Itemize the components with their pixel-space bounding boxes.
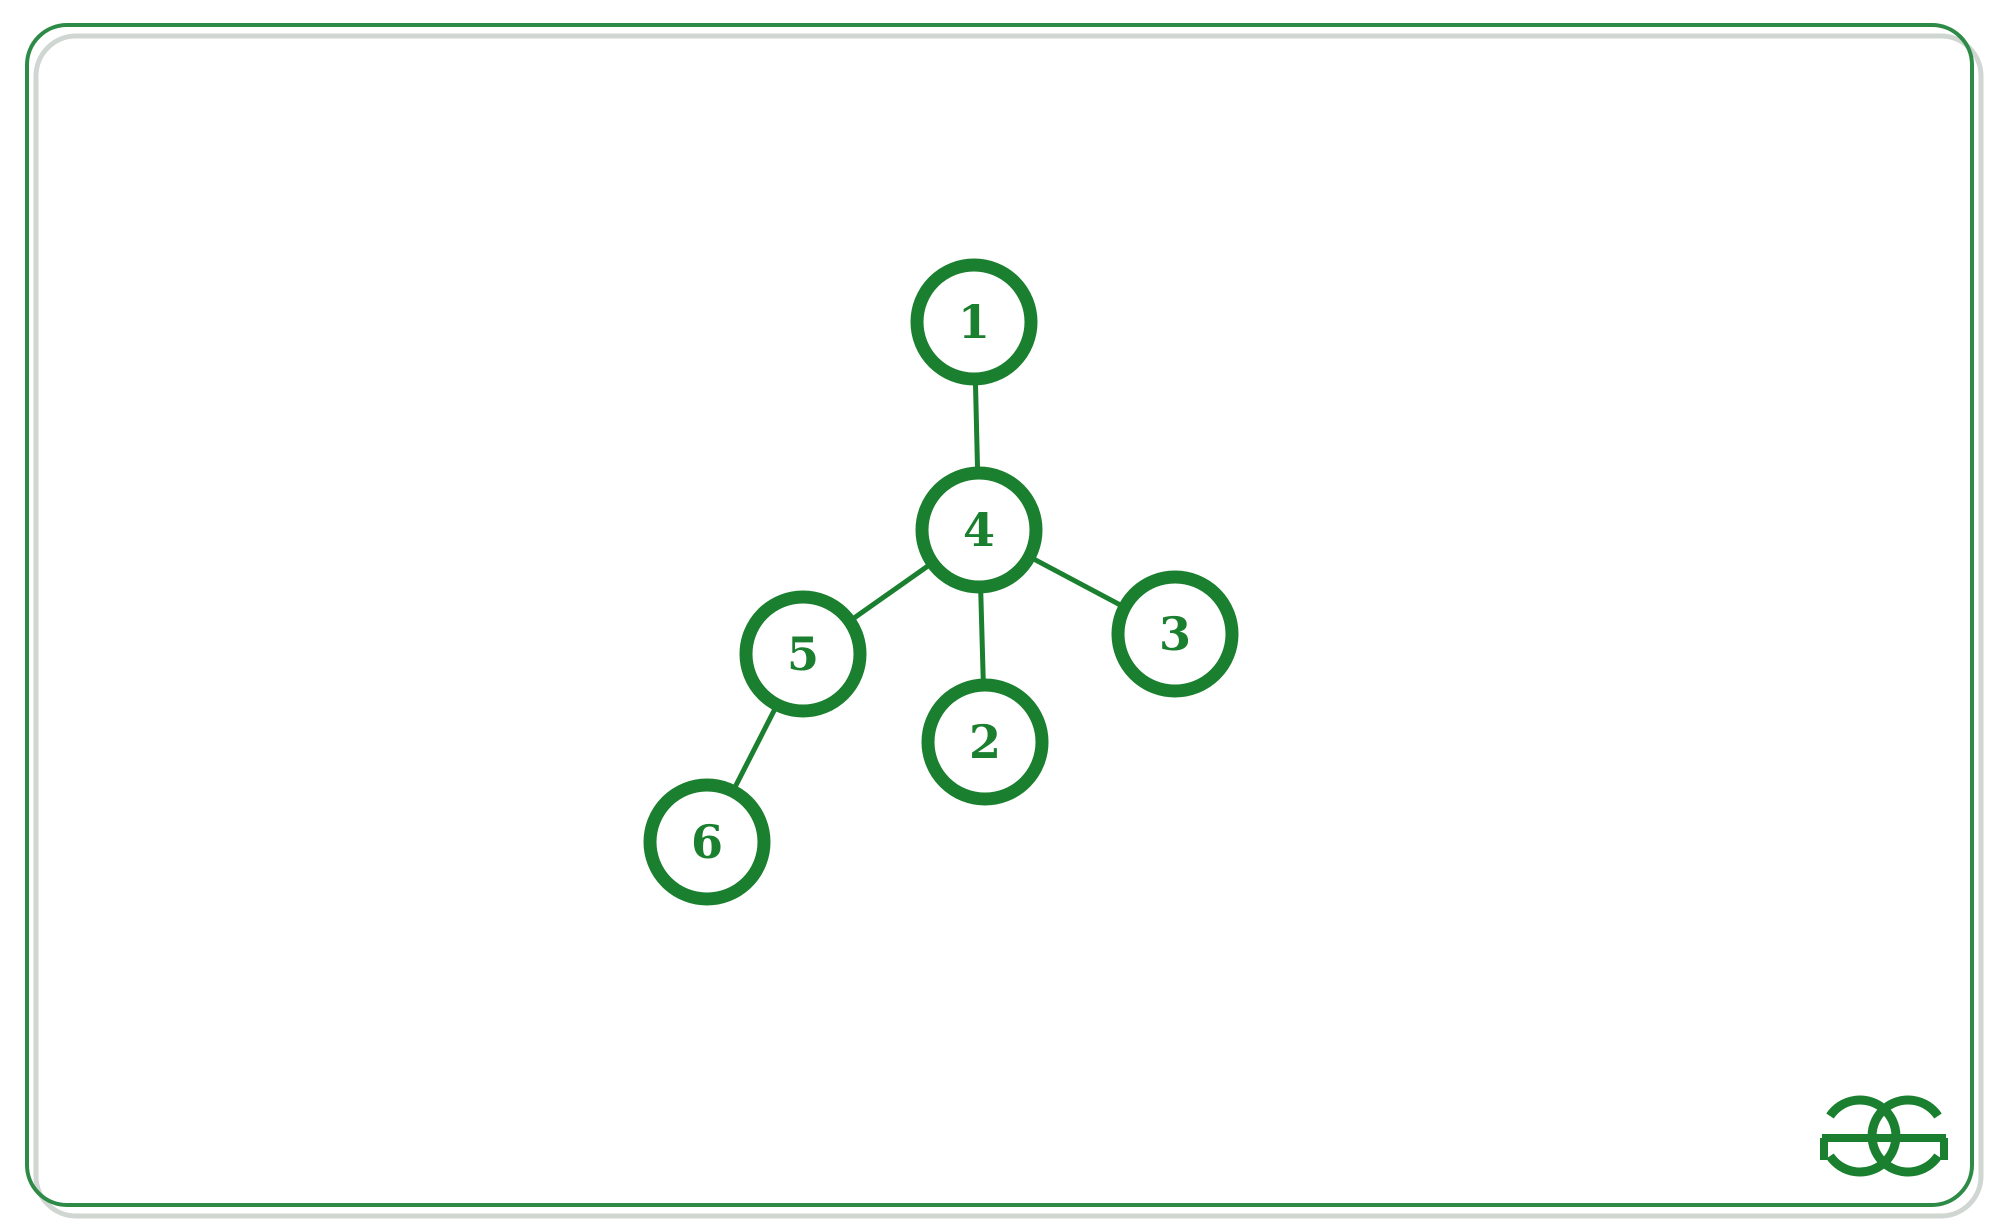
node-circle-5 [739, 590, 867, 718]
edge-5-6 [730, 703, 780, 793]
node-label-1: 1 [958, 295, 990, 349]
node-circle-6 [643, 778, 771, 906]
node-label-4: 4 [963, 503, 995, 557]
edge-1-4 [972, 378, 981, 474]
edge-4-5 [848, 560, 934, 624]
node-5: 5 [739, 590, 867, 718]
edge-4-2 [978, 586, 986, 686]
edges-layer [730, 378, 1126, 793]
node-circle-4 [915, 466, 1043, 594]
node-circle-2 [921, 678, 1049, 806]
node-1: 1 [910, 258, 1038, 386]
edge-4-3 [1028, 554, 1126, 610]
node-label-3: 3 [1159, 607, 1191, 661]
card-frame-shadow [33, 33, 1984, 1219]
node-label-2: 2 [969, 715, 1001, 769]
card-frame [25, 23, 1974, 1207]
nodes-layer: 1 4 5 2 3 6 [643, 258, 1239, 906]
node-circle-1 [910, 258, 1038, 386]
node-3: 3 [1111, 570, 1239, 698]
node-6: 6 [643, 778, 771, 906]
node-4: 4 [915, 466, 1043, 594]
node-2: 2 [921, 678, 1049, 806]
geeksforgeeks-logo-icon: GG [1820, 1095, 1948, 1177]
node-circle-3 [1111, 570, 1239, 698]
node-label-5: 5 [787, 627, 819, 681]
node-label-6: 6 [691, 815, 723, 869]
